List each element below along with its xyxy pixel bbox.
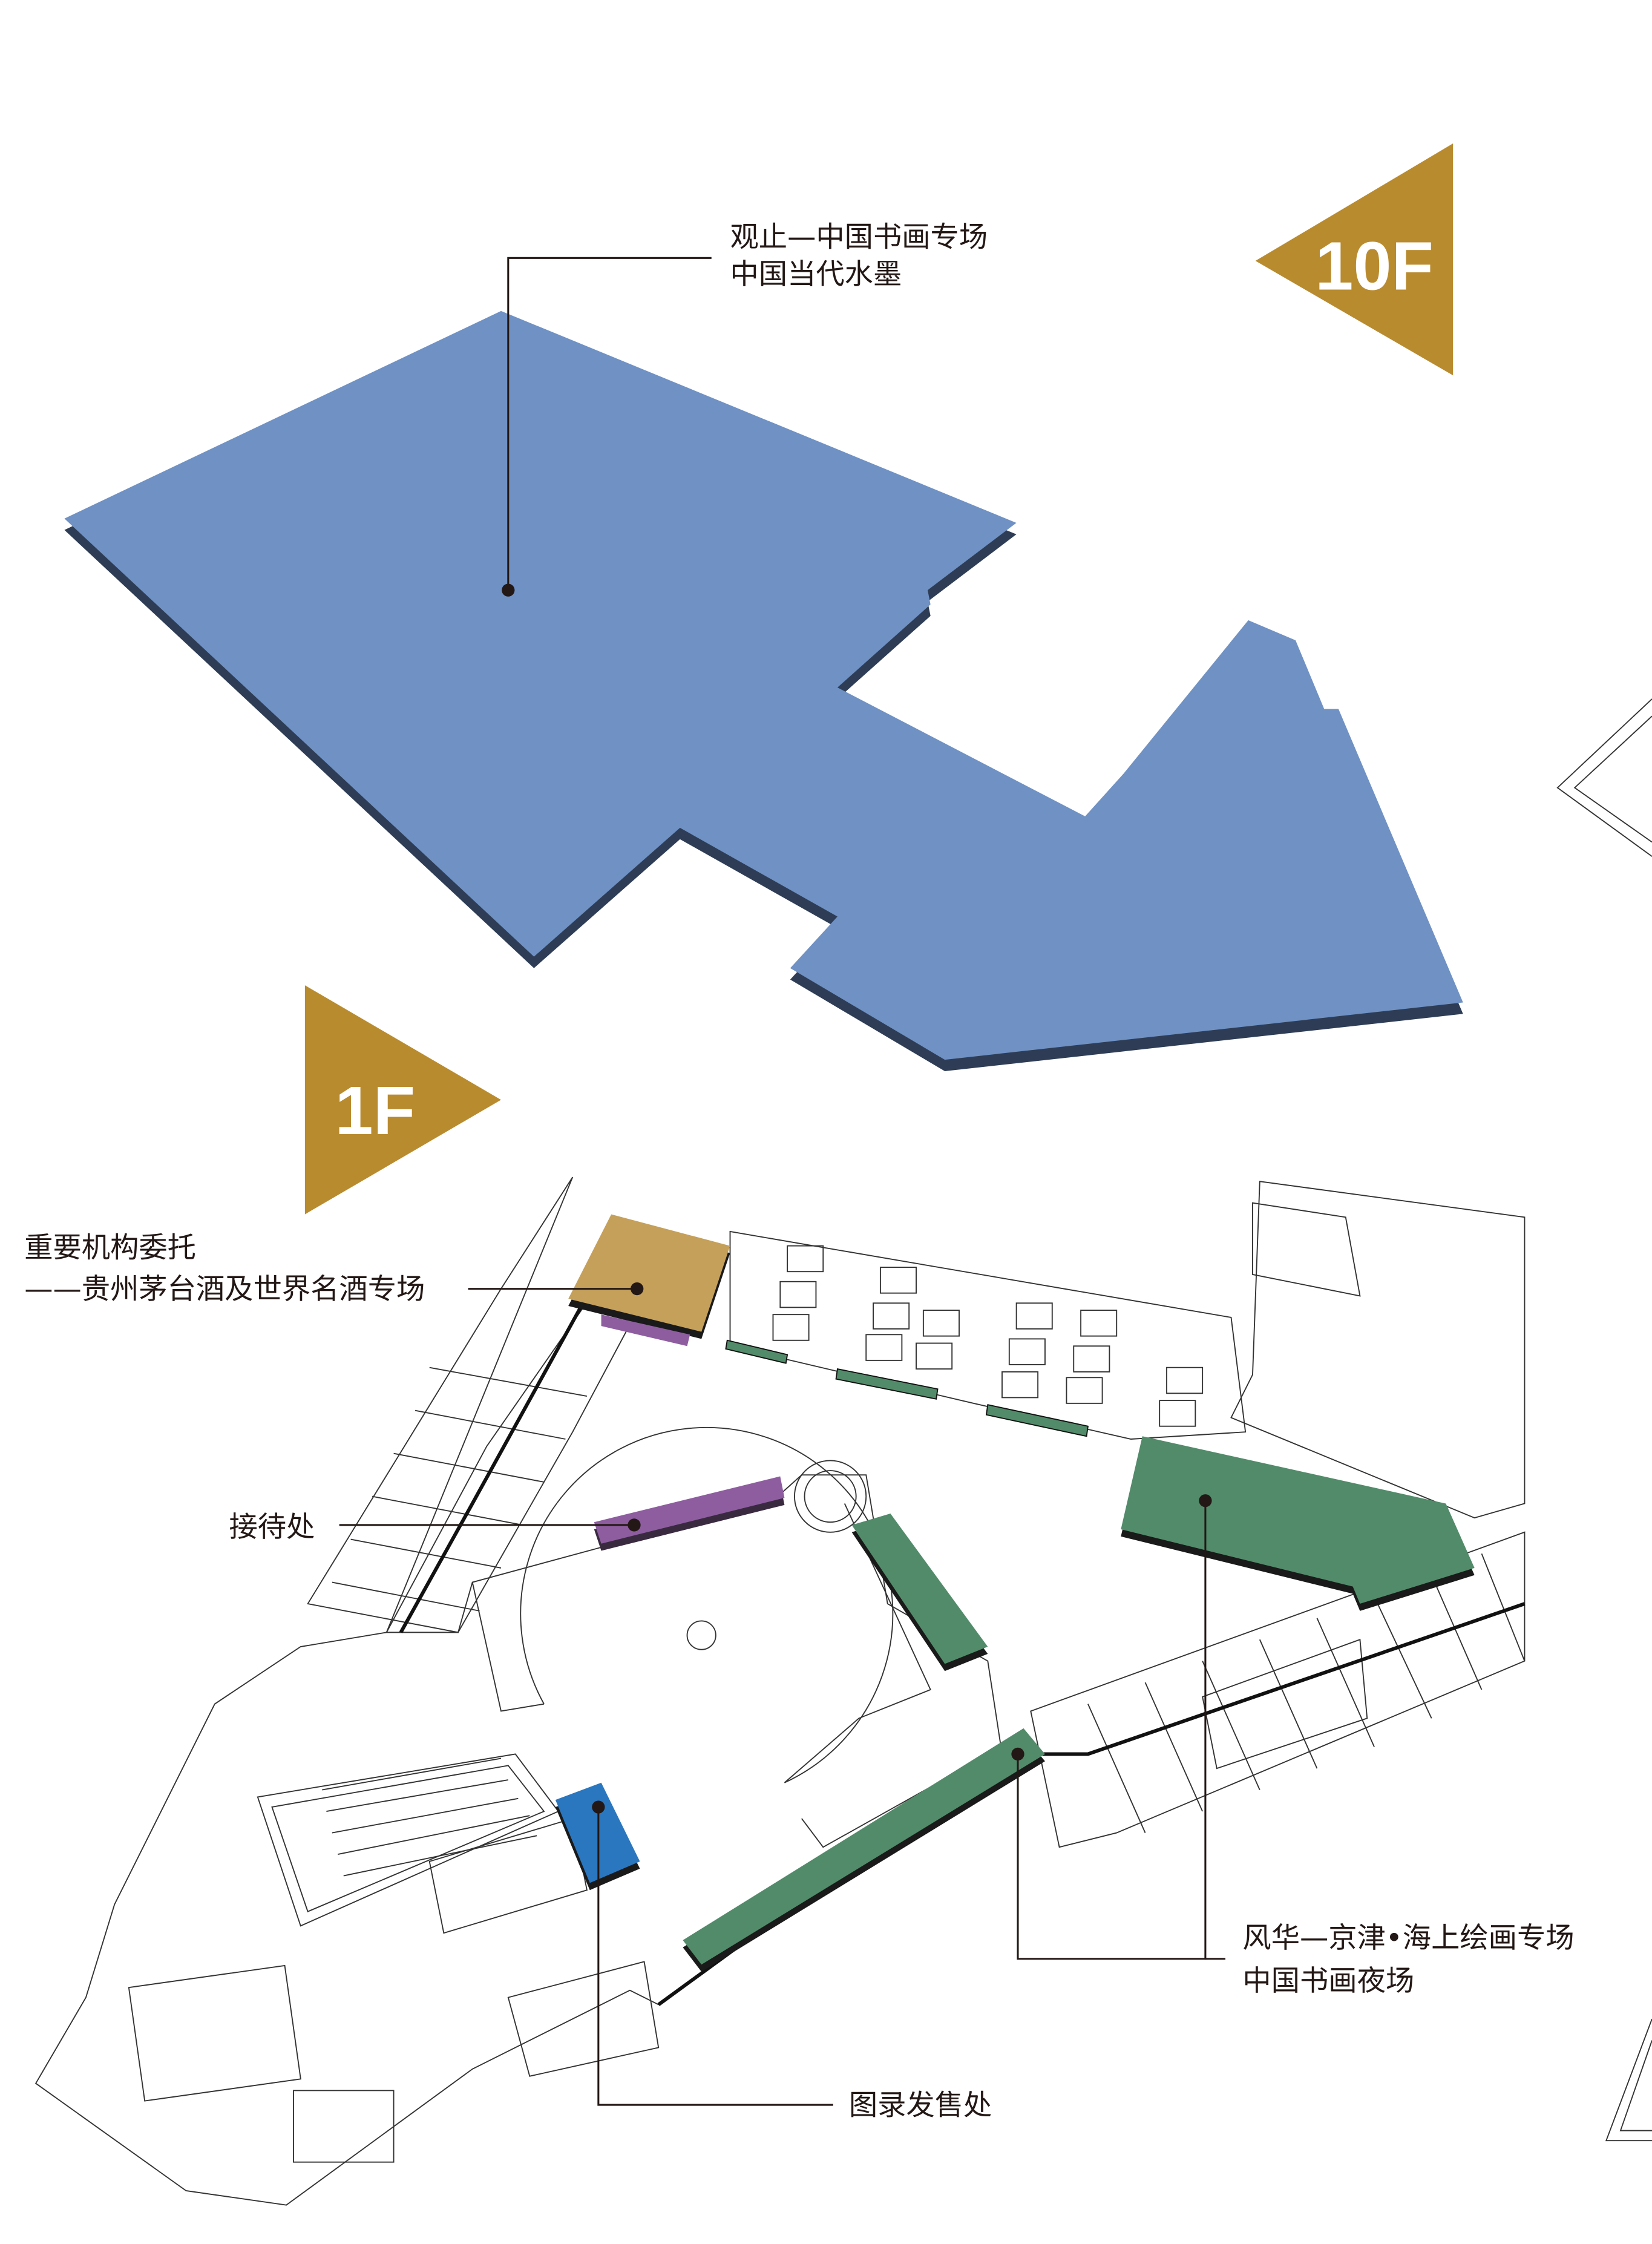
label-commission-line1: 重要机构委托 xyxy=(24,1232,196,1265)
label-painting-line1: 风华—京津•海上绘画专场 xyxy=(1242,1921,1574,1955)
leader-line-10f xyxy=(507,257,712,591)
zone-painting-strips xyxy=(725,1339,1089,1437)
adjacent-plan-outline xyxy=(1556,698,1652,2142)
marker-dot xyxy=(502,583,515,597)
floor-badge-10f xyxy=(1255,143,1454,376)
zone-purple-small xyxy=(601,1314,690,1347)
label-reception: 接待处 xyxy=(229,1511,315,1544)
floor-badge-1f xyxy=(304,985,501,1215)
floor-badge-1f-text: 1F xyxy=(335,1072,416,1149)
floor-10-slab xyxy=(64,310,1463,1072)
label-10f-line1: 观止—中国书画专场 xyxy=(730,220,988,254)
floor-1-plan xyxy=(34,1176,1526,2206)
floor-badge-10f-text: 10F xyxy=(1315,228,1434,304)
label-painting-line2: 中国书画夜场 xyxy=(1242,1964,1414,1998)
zone-painting-1 xyxy=(851,1514,988,1672)
label-commission-line2: ——贵州茅台酒及世界名酒专场 xyxy=(24,1273,425,1306)
label-catalogue: 图录发售处 xyxy=(849,2089,992,2122)
label-10f-line2: 中国当代水墨 xyxy=(730,258,902,291)
zone-painting-long xyxy=(683,1728,1045,1972)
zone-wine-auction xyxy=(568,1214,730,1339)
leader-lines-1f xyxy=(339,1282,1226,2106)
zone-painting-main xyxy=(1121,1436,1475,1611)
zone-reception xyxy=(594,1476,785,1551)
